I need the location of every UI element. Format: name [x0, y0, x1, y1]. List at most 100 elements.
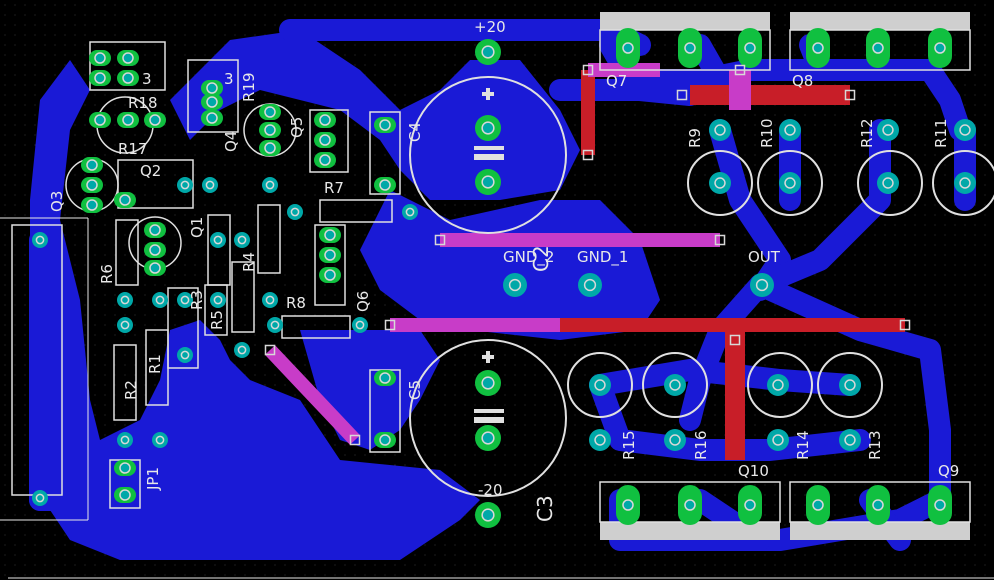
- label-r3: R3: [188, 290, 206, 310]
- pad-drill: [784, 124, 796, 136]
- pad-drill: [180, 295, 190, 305]
- label-r9: R9: [686, 128, 704, 148]
- pad-drill: [684, 42, 696, 54]
- pad-drill: [180, 180, 190, 190]
- pad-drill: [205, 180, 215, 190]
- pad-drill: [35, 235, 45, 245]
- pad-drill: [508, 278, 522, 292]
- label-minus20: -20: [478, 481, 503, 499]
- pad-drill: [213, 235, 223, 245]
- label-r17: R17: [118, 140, 148, 158]
- label-q5: Q5: [288, 117, 306, 138]
- label-q9: Q9: [938, 462, 959, 480]
- pad-drill: [120, 295, 130, 305]
- pad-drill: [934, 499, 946, 511]
- label-r7: R7: [324, 179, 344, 197]
- label-r11: R11: [932, 118, 950, 148]
- pad-drill: [405, 207, 415, 217]
- pad-drill: [684, 499, 696, 511]
- pad-drill: [669, 379, 681, 391]
- label-r19: R19: [240, 72, 258, 102]
- label-r4: R4: [240, 252, 258, 272]
- label-c5: C5: [406, 380, 424, 400]
- pad-drill: [180, 350, 190, 360]
- label-gnd1: GND_1: [577, 248, 628, 267]
- pad-drill: [872, 42, 884, 54]
- pad-drill: [481, 45, 495, 59]
- pad-drill: [155, 295, 165, 305]
- pad-drill: [481, 508, 495, 522]
- pad-drill: [959, 177, 971, 189]
- pad-drill: [120, 435, 130, 445]
- pad-drill: [149, 224, 161, 236]
- pad-drill: [379, 179, 391, 191]
- pad-drill: [149, 244, 161, 256]
- pad-drill: [290, 207, 300, 217]
- pad-drill: [844, 379, 856, 391]
- pad-drill: [119, 462, 131, 474]
- label-q1: Q1: [188, 217, 206, 238]
- pad-drill: [882, 124, 894, 136]
- pad-drill: [882, 177, 894, 189]
- pad-drill: [119, 489, 131, 501]
- pad-drill: [149, 262, 161, 274]
- power-transistor-bodies: [599, 12, 971, 540]
- label-q6: Q6: [354, 291, 372, 312]
- label-out: OUT: [748, 248, 781, 266]
- pad-drill: [319, 134, 331, 146]
- via: [844, 89, 856, 101]
- via: [582, 64, 594, 76]
- through-hole-pads: [32, 28, 976, 528]
- pad-drill: [379, 119, 391, 131]
- label-r16: R16: [692, 430, 710, 460]
- pad-drill: [583, 278, 597, 292]
- pad-drill: [237, 345, 247, 355]
- pad-drill: [122, 52, 134, 64]
- via: [264, 344, 276, 356]
- label-q10: Q10: [738, 462, 769, 480]
- via: [899, 319, 911, 331]
- label-r10: R10: [758, 118, 776, 148]
- label-q8: Q8: [792, 72, 813, 90]
- pad-drill: [594, 434, 606, 446]
- pad-drill: [86, 179, 98, 191]
- pad-drill: [319, 154, 331, 166]
- pad-drill: [669, 434, 681, 446]
- label-q4: Q4: [222, 131, 240, 152]
- pad-drill: [622, 42, 634, 54]
- label-c4: C4: [406, 122, 424, 142]
- via: [582, 149, 594, 161]
- via: [729, 334, 741, 346]
- pad-drill: [35, 493, 45, 503]
- pad-drill: [86, 159, 98, 171]
- label-gnd2: GND_2: [503, 248, 554, 267]
- label-q2: Q2: [140, 162, 161, 180]
- label-r6: R6: [98, 264, 116, 284]
- pad-drill: [481, 376, 495, 390]
- pad-drill: [934, 42, 946, 54]
- label-r18: R18: [128, 94, 158, 112]
- pad-drill: [959, 124, 971, 136]
- label-r2: R2: [122, 380, 140, 400]
- pad-drill: [379, 372, 391, 384]
- pad-drill: [265, 180, 275, 190]
- pad-drill: [355, 320, 365, 330]
- pad-drill: [319, 114, 331, 126]
- pad-drill: [812, 42, 824, 54]
- label-r1: R1: [146, 354, 164, 374]
- via: [714, 234, 726, 246]
- pad-drill: [784, 177, 796, 189]
- pad-drill: [206, 112, 218, 124]
- pad-drill: [206, 82, 218, 94]
- label-jp1: JP1: [144, 467, 162, 491]
- label-plus20: +20: [474, 18, 506, 36]
- label-r14: R14: [794, 430, 812, 460]
- pad-drill: [714, 177, 726, 189]
- pad-drill: [755, 278, 769, 292]
- via: [349, 434, 361, 446]
- pad-drill: [324, 229, 336, 241]
- pad-drill: [324, 269, 336, 281]
- pad-drill: [481, 175, 495, 189]
- label-c2: C2: [529, 245, 553, 272]
